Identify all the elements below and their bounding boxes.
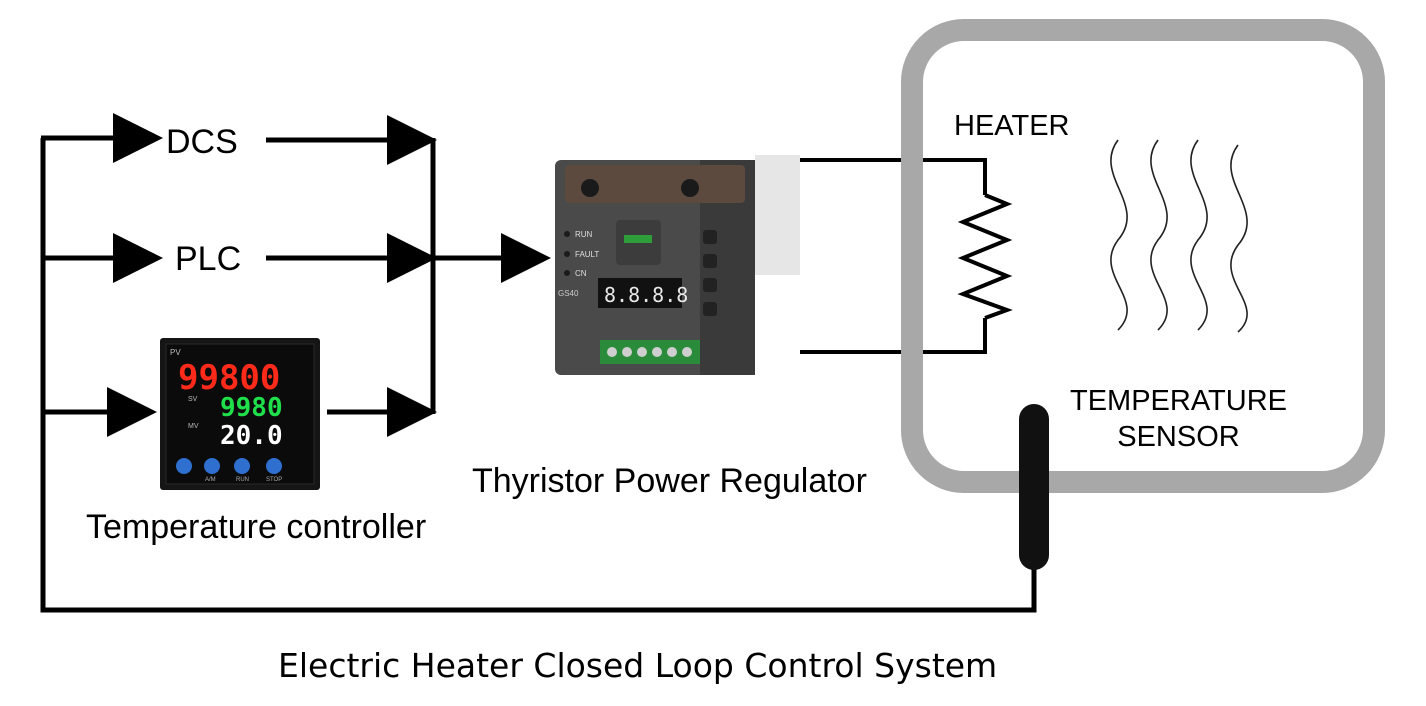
- thyristor-regulator-device: RUN FAULT CN GS40 8.8.8.8: [555, 155, 800, 375]
- temperature-controller-label: Temperature controller: [86, 508, 427, 546]
- svg-text:A/M: A/M: [205, 477, 216, 483]
- heater-label: HEATER: [954, 110, 1070, 142]
- svg-text:RUN: RUN: [575, 230, 593, 239]
- svg-text:8.8.8.8: 8.8.8.8: [604, 283, 688, 307]
- heater-resistor-icon: [957, 193, 1013, 320]
- svg-text:9980: 9980: [220, 393, 283, 423]
- heater-wire-bottom: [800, 318, 987, 354]
- heat-wave-icon: [1110, 139, 1248, 333]
- plc-label: PLC: [175, 240, 242, 278]
- temperature-sensor-probe-icon: [1019, 404, 1049, 570]
- feedback-line: [40, 138, 1037, 613]
- svg-text:STOP: STOP: [266, 477, 282, 483]
- temperature-sensor-label-line1: TEMPERATURE: [1070, 385, 1287, 417]
- svg-text:RUN: RUN: [236, 477, 249, 483]
- svg-text:GS40: GS40: [558, 289, 579, 298]
- svg-text:SV: SV: [188, 396, 198, 403]
- svg-text:99800: 99800: [178, 358, 280, 398]
- svg-text:20.0: 20.0: [220, 421, 283, 451]
- temperature-sensor-label-line2: SENSOR: [1117, 421, 1240, 453]
- heater-wire-top: [800, 158, 987, 195]
- heater-enclosure: [901, 19, 1385, 493]
- svg-text:CN: CN: [575, 269, 587, 278]
- svg-text:PV: PV: [170, 348, 181, 357]
- thyristor-regulator-label: Thyristor Power Regulator: [472, 462, 867, 500]
- svg-text:MV: MV: [188, 423, 199, 430]
- temperature-controller-device: PV 99800 SV 9980 MV 20.0 A/M RUN STOP: [160, 338, 320, 490]
- svg-text:FAULT: FAULT: [575, 250, 599, 259]
- dcs-label: DCS: [166, 123, 238, 161]
- temperature-sensor-label: TEMPERATURE SENSOR: [1070, 383, 1287, 455]
- diagram-caption: Electric Heater Closed Loop Control Syst…: [278, 646, 998, 685]
